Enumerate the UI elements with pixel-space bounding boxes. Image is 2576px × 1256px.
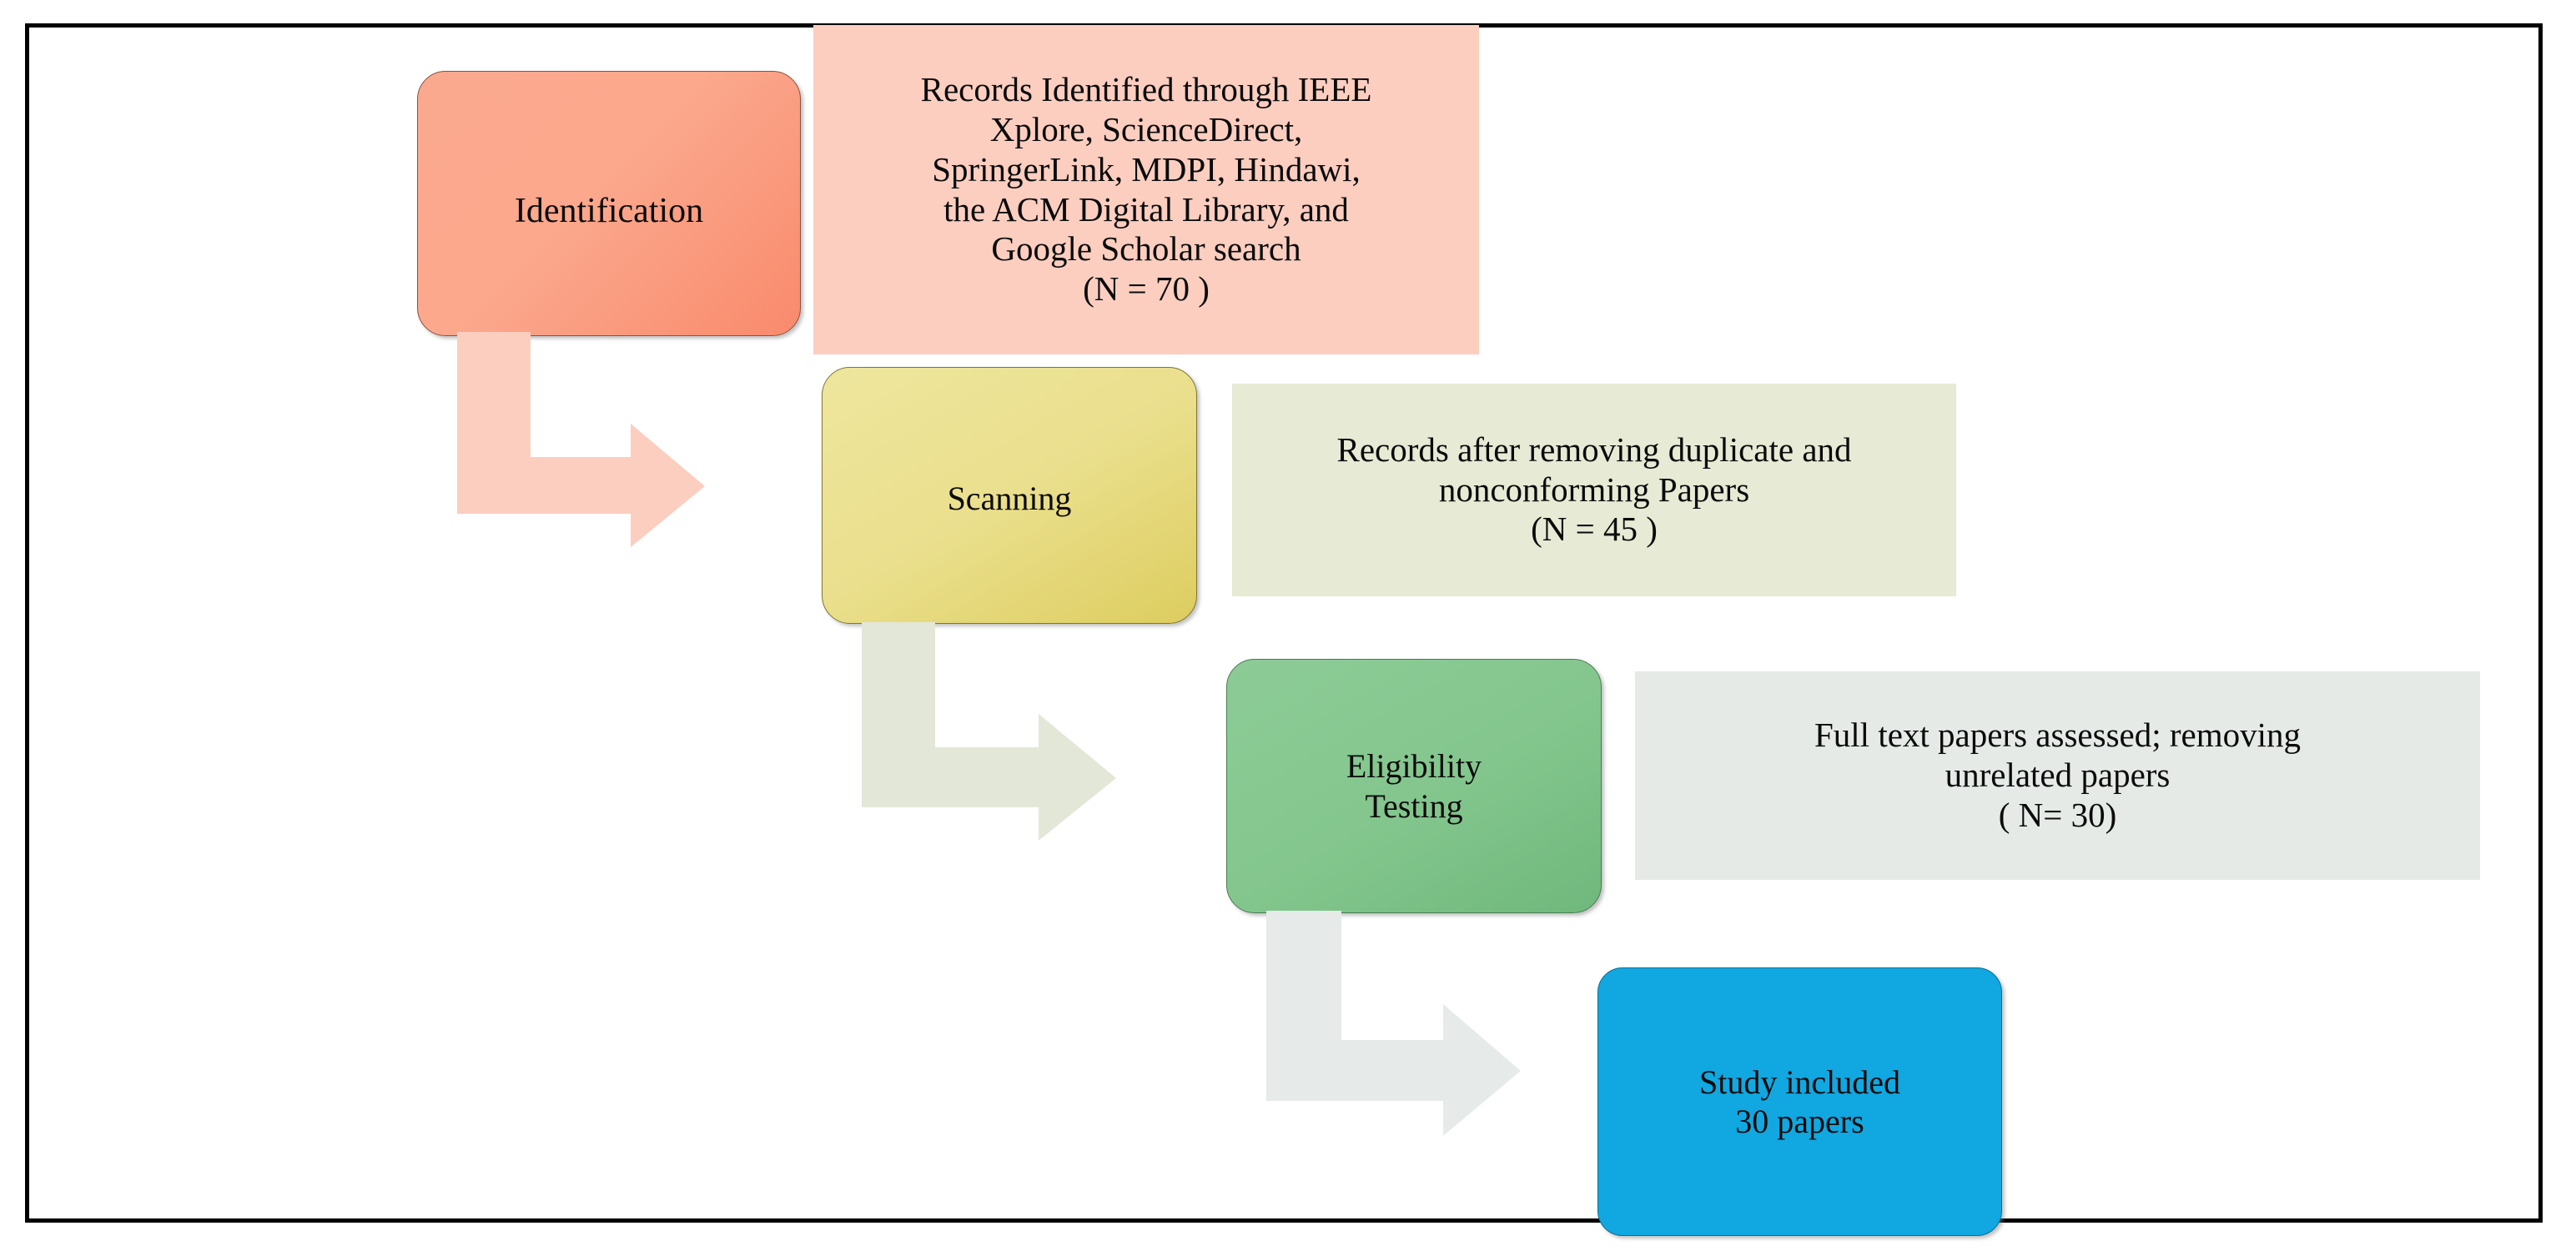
description-text-eligibility: Full text papers assessed; removing unre… (1814, 716, 2301, 834)
stage-box-study-included[interactable]: Study included 30 papers (1597, 967, 2002, 1236)
description-text-scanning: Records after removing duplicate and non… (1336, 430, 1852, 549)
description-box-eligibility: Full text papers assessed; removing unre… (1635, 671, 2480, 880)
stage-label-identification: Identification (514, 192, 704, 231)
arrow-eligibility-to-study (1266, 911, 1525, 1148)
stage-box-eligibility[interactable]: Eligibility Testing (1226, 659, 1602, 913)
description-text-identification: Records Identified through IEEE Xplore, … (920, 69, 1372, 309)
arrow-shape-2 (862, 622, 1116, 841)
stage-label-scanning: Scanning (947, 480, 1072, 518)
arrow-shape-3 (1266, 911, 1521, 1136)
description-box-scanning: Records after removing duplicate and non… (1232, 384, 1956, 596)
arrow-scanning-to-eligibility (862, 622, 1120, 852)
stage-box-scanning[interactable]: Scanning (822, 367, 1197, 624)
stage-box-identification[interactable]: Identification (417, 71, 801, 336)
arrow-identification-to-scanning (457, 332, 707, 557)
stage-label-study-included: Study included 30 papers (1698, 1063, 1901, 1140)
description-box-identification: Records Identified through IEEE Xplore, … (813, 25, 1479, 354)
stage-label-eligibility: Eligibility Testing (1346, 747, 1482, 825)
arrow-shape-1 (457, 332, 705, 547)
